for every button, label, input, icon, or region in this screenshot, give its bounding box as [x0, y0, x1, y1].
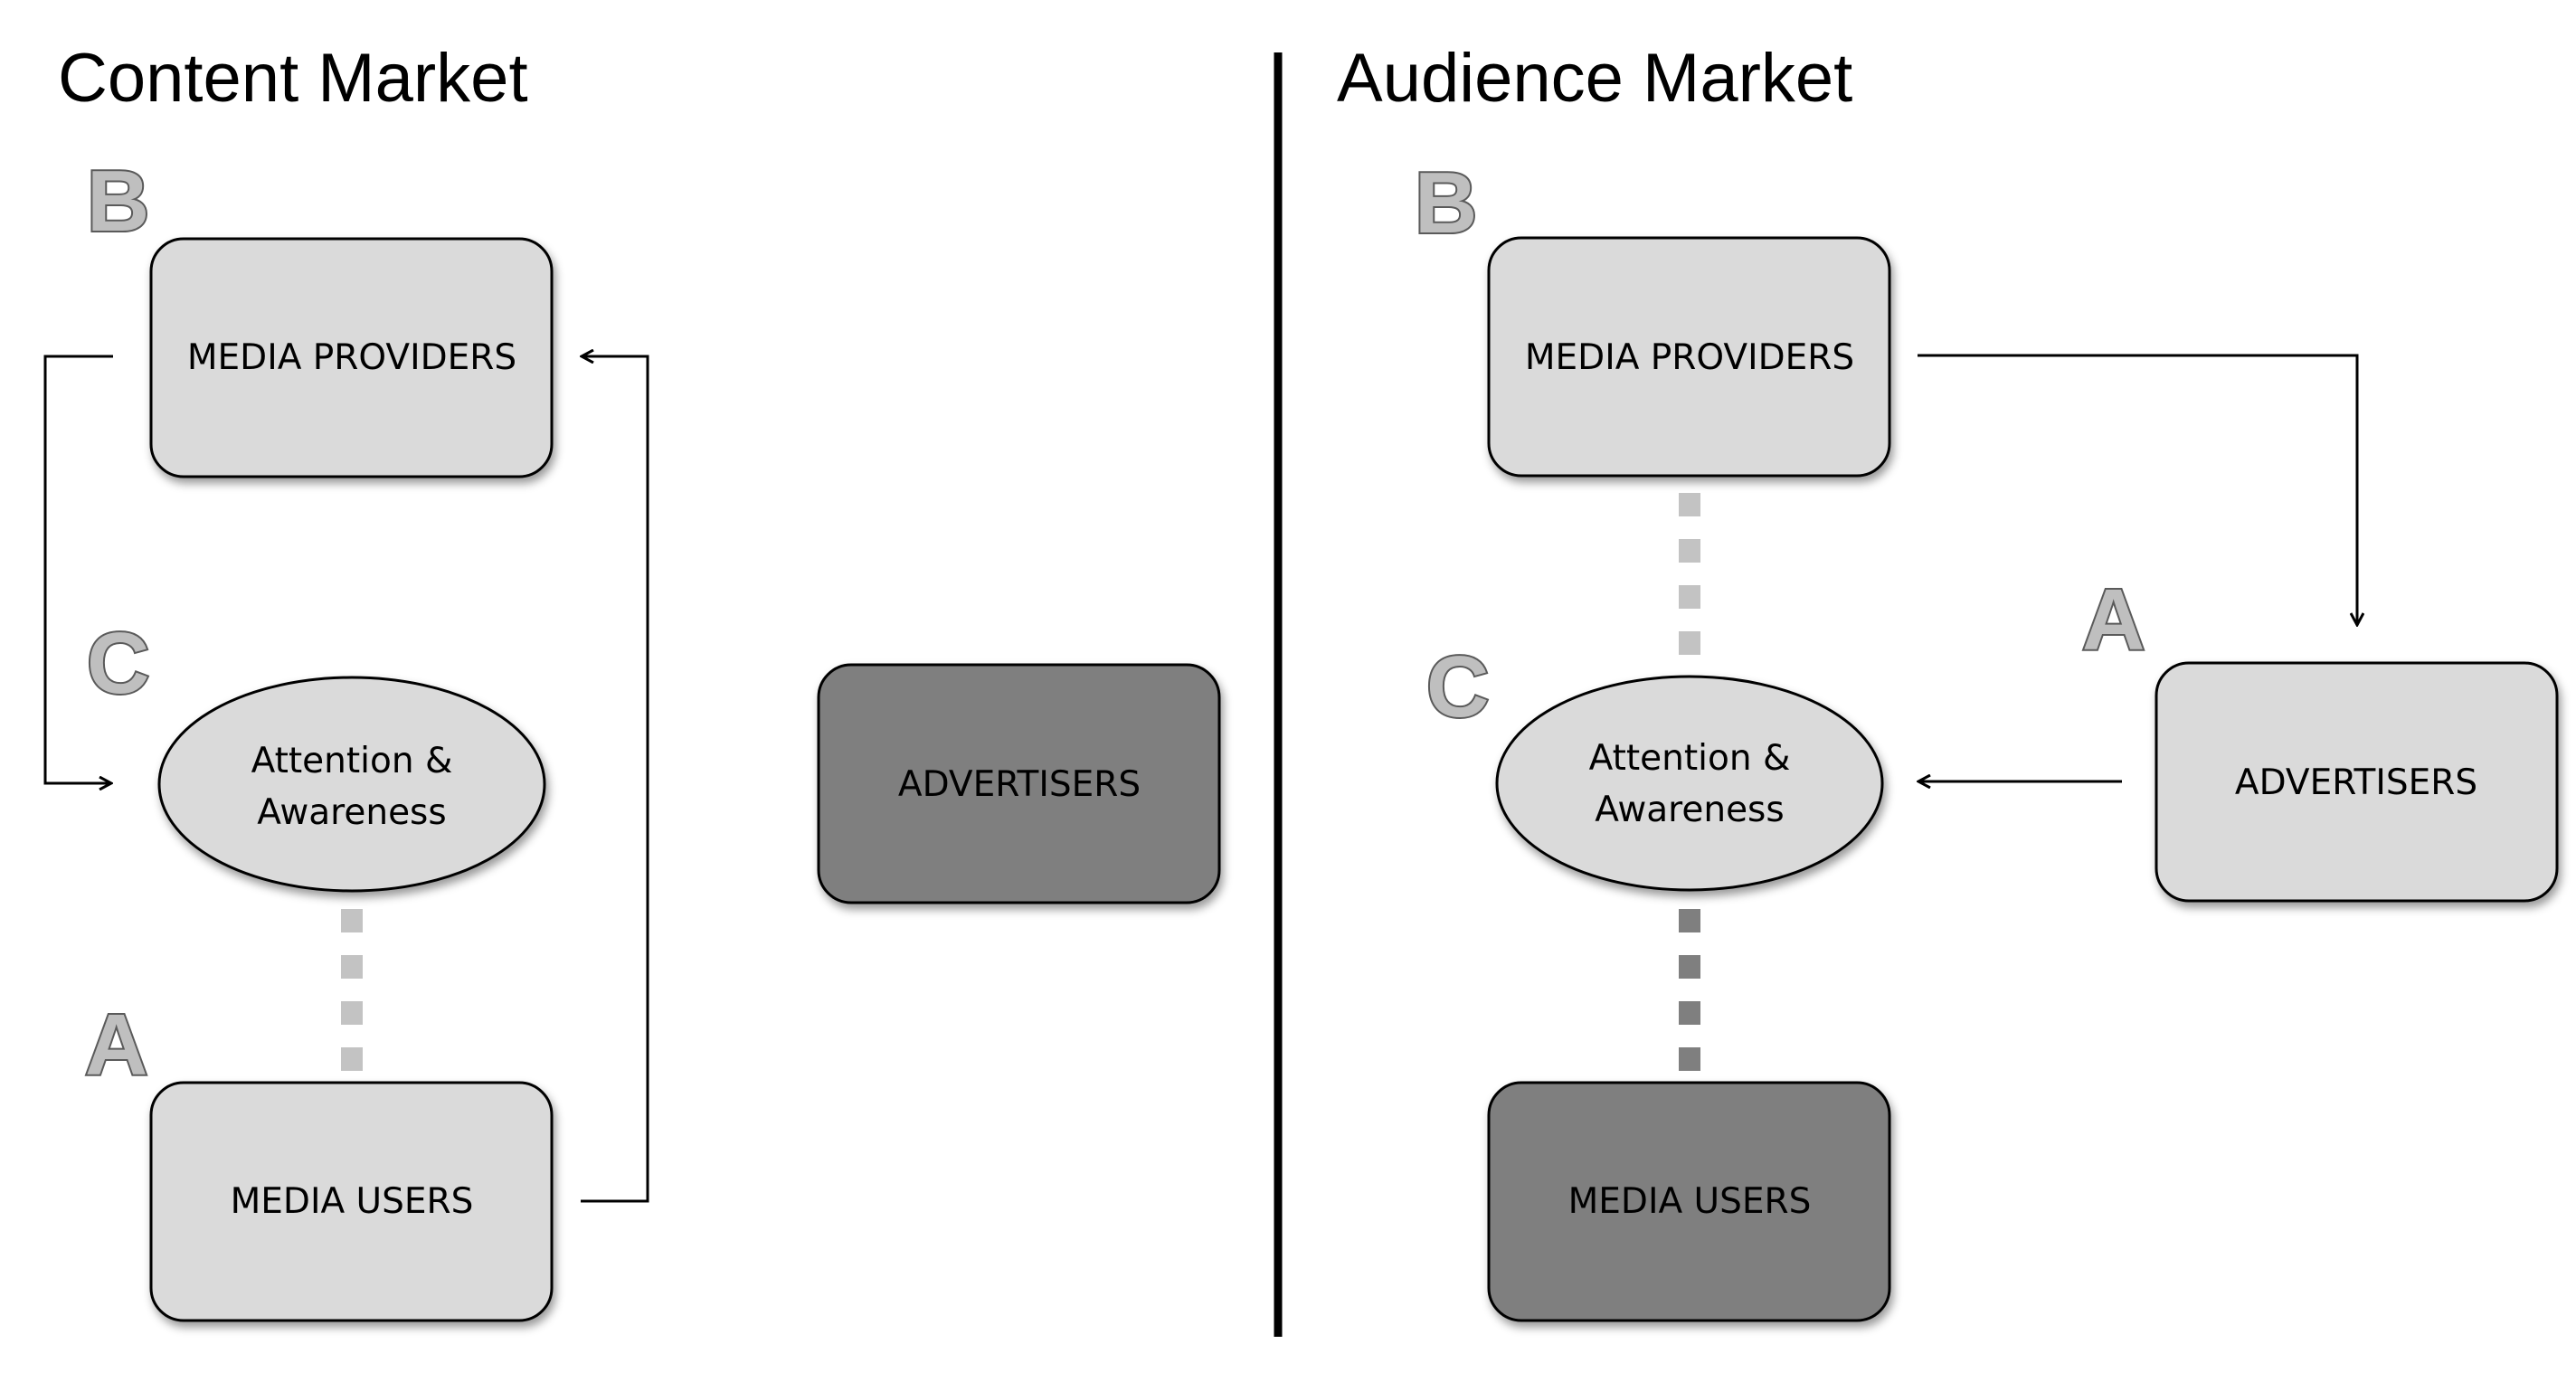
content-dotted-connector	[341, 909, 363, 1071]
audience-letter-c: C	[1426, 639, 1489, 735]
audience-letter-a: A	[2082, 572, 2145, 668]
content-attention-label-line2: Awareness	[257, 792, 446, 833]
audience-attention-ellipse: Attention & Awareness	[1495, 675, 1884, 892]
content-advertisers-label: ADVERTISERS	[898, 764, 1141, 805]
content-media-providers-label: MEDIA PROVIDERS	[187, 337, 516, 378]
content-letter-b: B	[87, 153, 149, 250]
audience-media-providers-label: MEDIA PROVIDERS	[1525, 337, 1854, 378]
audience-attention-label-line1: Attention &	[1589, 738, 1791, 779]
audience-market-title: Audience Market	[1337, 40, 1852, 117]
content-letter-c: C	[87, 615, 149, 712]
audience-letter-b: B	[1415, 155, 1477, 251]
content-market-title: Content Market	[58, 40, 528, 117]
audience-media-users-box: MEDIA USERS	[1487, 1081, 1891, 1322]
content-media-providers-box: MEDIA PROVIDERS	[149, 237, 554, 478]
audience-advertisers-label: ADVERTISERS	[2235, 762, 2477, 803]
audience-media-users-label: MEDIA USERS	[1568, 1181, 1812, 1222]
audience-arrow-providers-to-advertisers	[1918, 354, 2357, 625]
content-media-users-label: MEDIA USERS	[231, 1181, 474, 1222]
content-advertisers-box: ADVERTISERS	[817, 663, 1221, 904]
audience-dotted-connector-lower	[1679, 909, 1700, 1071]
content-arrow-users-to-providers	[581, 356, 649, 1203]
audience-dotted-connector-upper	[1679, 493, 1700, 655]
content-media-users-box: MEDIA USERS	[149, 1081, 554, 1322]
content-attention-ellipse: Attention & Awareness	[157, 676, 546, 893]
audience-advertisers-box: ADVERTISERS	[2155, 661, 2559, 903]
content-letter-a: A	[85, 997, 147, 1093]
content-attention-label-line1: Attention &	[251, 741, 453, 781]
audience-media-providers-box: MEDIA PROVIDERS	[1487, 236, 1891, 478]
audience-attention-label-line2: Awareness	[1595, 790, 1784, 830]
content-arrow-providers-to-attention	[43, 355, 113, 783]
